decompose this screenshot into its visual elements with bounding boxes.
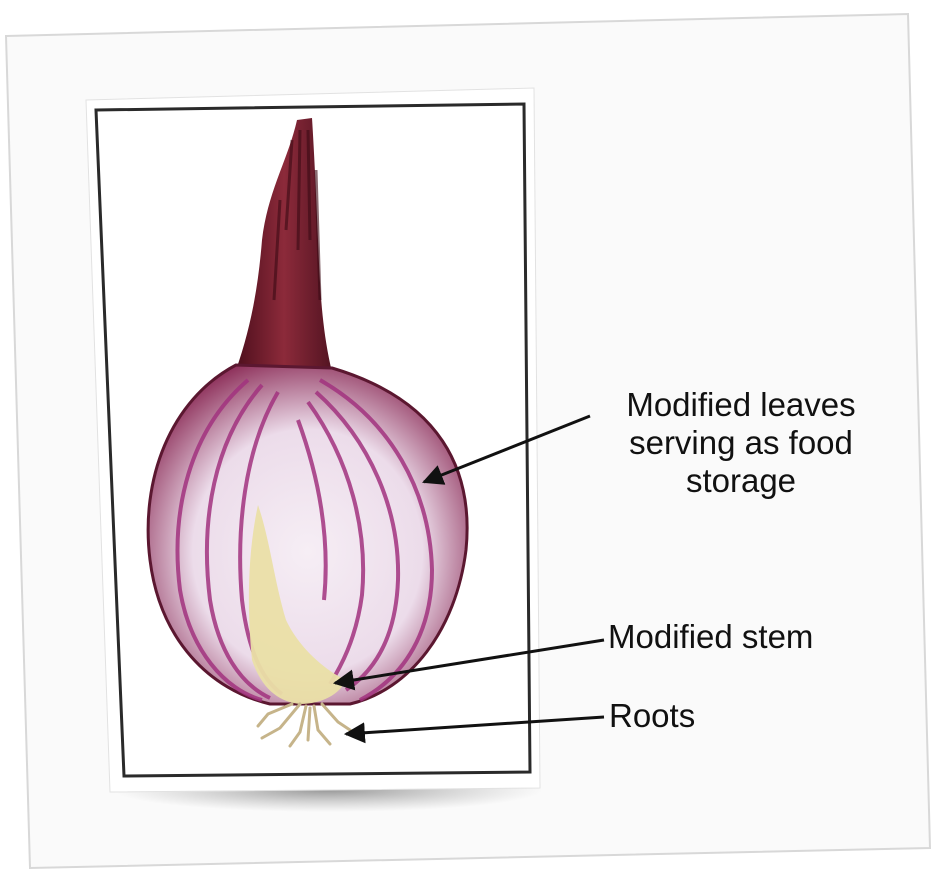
label-modified-leaves-line3: storage [596, 462, 886, 500]
label-modified-leaves-line2: serving as food [596, 424, 886, 462]
label-modified-leaves-line1: Modified leaves [596, 386, 886, 424]
label-modified-stem: Modified stem [608, 618, 813, 656]
label-roots: Roots [609, 697, 695, 735]
label-modified-leaves: Modified leaves serving as food storage [596, 386, 886, 500]
